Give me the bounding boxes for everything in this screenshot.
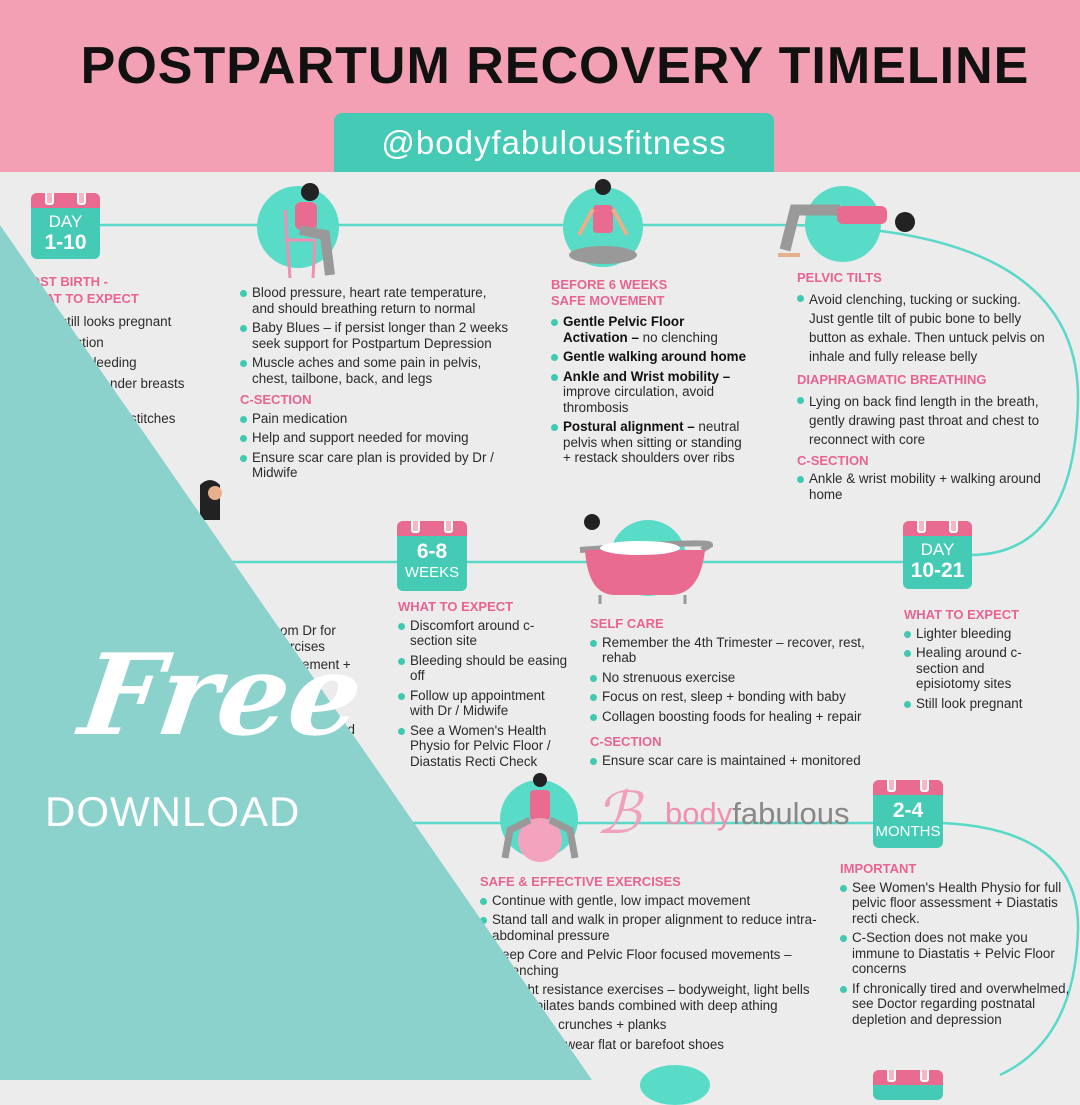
self-care-section: SELF CARE Remember the 4th Trimester – r… (590, 612, 890, 772)
calendar-label: MONTHS (875, 823, 941, 840)
list-item: Lying on back find length in the breath,… (797, 392, 1047, 449)
list-item: Still look pregnant (904, 696, 1044, 712)
free-label[interactable]: Free (72, 630, 371, 761)
list-item: Muscle aches and some pain in pelvis, ch… (240, 355, 510, 386)
list-item: y still looks pregnant (50, 314, 172, 329)
logo-text: bodyfabulous (665, 796, 850, 831)
list-item: Collagen boosting foods for healing + re… (590, 709, 890, 725)
promo-overlay-triangle (0, 225, 592, 1080)
list-item: ght resistance exercises – bodyweight, l… (520, 982, 810, 1013)
pelvic-tilts-section: PELVIC TILTS Avoid clenching, tucking or… (797, 264, 1047, 506)
day-1-10-section: Blood pressure, heart rate temperature, … (240, 285, 510, 485)
section-heading: WHAT TO EXPECT (904, 607, 1020, 622)
list-item: Healing around c-section and episiotomy … (904, 645, 1044, 692)
before-6-weeks-section: BEFORE 6 WEEKS SAFE MOVEMENT Gentle Pelv… (551, 277, 751, 470)
list-item: Gentle Pelvic Floor Activation – no clen… (551, 314, 751, 345)
list-item: Focus on rest, sleep + bonding with baby (590, 689, 890, 705)
section-heading: C-SECTION (590, 734, 662, 749)
important-section: IMPORTANT See Women's Health Physio for … (840, 857, 1070, 1031)
list-item: C-Section does not make you immune to Di… (840, 930, 1070, 977)
calendar-range: 6-8 (416, 540, 448, 563)
list-item: Ankle & wrist mobility + walking around … (797, 471, 1047, 502)
section-heading: C-SECTION (240, 392, 312, 407)
section-heading: PELVIC TILTS (797, 270, 882, 285)
list-item: s, crunches + planks (544, 1017, 667, 1032)
section-heading: SAFE & EFFECTIVE EXERCISES (480, 874, 681, 889)
calendar-label: DAY (48, 212, 83, 231)
logo-mark: ℬ (595, 779, 641, 847)
day-10-21-section: WHAT TO EXPECT Lighter bleeding Healing … (904, 603, 1044, 715)
list-item: Follow up appointment with Dr / Midwife (398, 688, 568, 719)
social-handle[interactable]: @bodyfabulousfitness (334, 113, 774, 172)
woman-partial-icon (200, 480, 222, 520)
section-heading: OST BIRTH - (30, 274, 108, 289)
list-item: Gentle walking around home (551, 349, 751, 365)
list-item: Postural alignment – neutral pelvis when… (551, 419, 751, 466)
section-heading: C-SECTION (797, 453, 869, 468)
list-item: Help and support needed for moving (240, 430, 510, 446)
calendar-range: 1-10 (44, 231, 87, 254)
calendar-label: WEEKS (404, 564, 460, 581)
list-item: Avoid clenching, tucking or sucking. Jus… (797, 290, 1047, 366)
page-title: POSTPARTUM RECOVERY TIMELINE (80, 37, 1030, 95)
list-item: See Women's Health Physio for full pelvi… (840, 880, 1070, 927)
list-item: Stand tall and walk in proper alignment … (480, 912, 820, 943)
calendar-range: 2-4 (892, 799, 924, 822)
list-item: Baby Blues – if persist longer than 2 we… (240, 320, 510, 351)
section-heading: WHAT TO EXPECT (398, 599, 514, 614)
woman-bridge-icon (778, 204, 915, 257)
section-heading: HAT TO EXPECT (36, 290, 139, 306)
list-item: bleeding (86, 355, 137, 370)
list-item: Remember the 4th Trimester – recover, re… (590, 635, 890, 666)
section-heading: SAFE MOVEMENT (551, 292, 665, 308)
list-item: om Dr for (280, 623, 336, 638)
list-item: ement + (302, 657, 351, 672)
list-item: See a Women's Health Physio for Pelvic F… (398, 723, 568, 770)
section-heading: IMPORTANT (840, 861, 917, 876)
list-item: Ensure scar care is maintained + monitor… (590, 753, 890, 769)
list-item: If chronically tired and overwhelmed, se… (840, 981, 1070, 1028)
bathtub-icon (579, 514, 714, 604)
section-heading: BEFORE 6 WEEKS (551, 277, 668, 292)
woman-meditating-icon (569, 179, 637, 264)
woman-ball-icon (501, 773, 579, 862)
calendar-label: DAY (920, 540, 955, 559)
list-item: Pain medication (240, 411, 510, 427)
list-item: eep Core and Pelvic Floor focused moveme… (502, 947, 792, 978)
list-item: stitches (130, 411, 176, 426)
list-item: Ensure scar care plan is provided by Dr … (240, 450, 510, 481)
calendar-range: 10-21 (910, 559, 965, 582)
6-8-weeks-section: WHAT TO EXPECT Discomfort around c-secti… (398, 595, 568, 773)
section-heading: DIAPHRAGMATIC BREATHING (797, 372, 987, 387)
list-item: Bleeding should be easing off (398, 653, 568, 684)
list-item: , wear flat or barefoot shoes (558, 1036, 724, 1052)
list-item: Continue with gentle, low impact movemen… (480, 893, 820, 909)
list-item: rcises (290, 638, 325, 654)
list-item: Blood pressure, heart rate temperature, … (240, 285, 510, 316)
section-heading: SELF CARE (590, 616, 664, 631)
exercises-section: SAFE & EFFECTIVE EXERCISES Continue with… (480, 870, 820, 1056)
list-item: Ankle and Wrist mobility – improve circu… (551, 369, 751, 416)
list-item: Discomfort around c-section site (398, 618, 568, 649)
download-label[interactable]: DOWNLOAD (45, 788, 301, 835)
list-item: Lighter bleeding (904, 626, 1044, 642)
woman-chair-icon (283, 183, 335, 279)
list-item: No strenuous exercise (590, 670, 890, 686)
list-item: nder breasts (110, 375, 185, 391)
post-birth-section: OST BIRTH - HAT TO EXPECT y still looks … (30, 270, 200, 431)
bodyfabulous-logo: ℬ bodyfabulous (595, 782, 865, 844)
